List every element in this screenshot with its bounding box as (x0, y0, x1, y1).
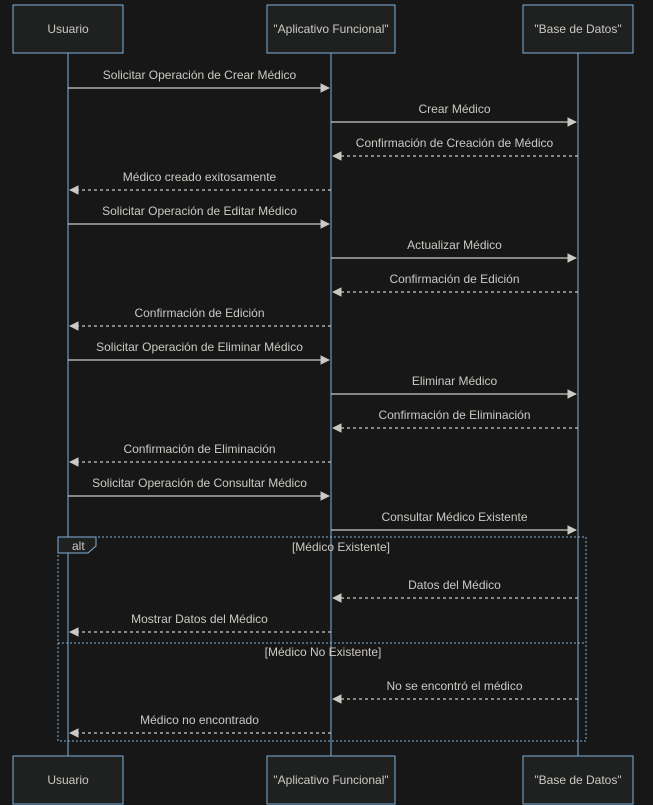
message-label: Confirmación de Eliminación (123, 442, 275, 456)
alt-condition-no-existente: [Médico No Existente] (265, 645, 382, 659)
alt-fragment: alt [Médico Existente] [Médico No Existe… (57, 536, 587, 742)
message-label: Solicitar Operación de Crear Médico (103, 68, 297, 82)
participant-label: "Aplicativo Funcional" (273, 773, 388, 787)
participant-db-top[interactable]: "Base de Datos" (522, 4, 634, 54)
message-14: Datos del Médico (332, 578, 578, 603)
messages: Solicitar Operación de Crear MédicoCrear… (68, 68, 578, 738)
alt-condition-existente: [Médico Existente] (292, 540, 390, 554)
message-label: Consultar Médico Existente (381, 510, 527, 524)
message-label: Confirmación de Edición (134, 306, 264, 320)
message-10: Confirmación de Eliminación (332, 408, 578, 433)
message-15: Mostrar Datos del Médico (69, 612, 331, 637)
message-2: Confirmación de Creación de Médico (332, 136, 578, 161)
message-label: Confirmación de Creación de Médico (356, 136, 554, 150)
message-12: Solicitar Operación de Consultar Médico (68, 476, 330, 501)
participant-usuario-top[interactable]: Usuario (12, 4, 124, 54)
message-1: Crear Médico (331, 102, 577, 127)
message-5: Actualizar Médico (331, 238, 577, 263)
participant-usuario-bottom[interactable]: Usuario (12, 755, 124, 805)
participant-label: Usuario (47, 22, 89, 36)
message-4: Solicitar Operación de Editar Médico (68, 204, 330, 229)
message-7: Confirmación de Edición (69, 306, 331, 331)
participant-app-top[interactable]: "Aplicativo Funcional" (266, 4, 396, 54)
message-label: Médico no encontrado (140, 713, 259, 727)
message-label: Crear Médico (418, 102, 490, 116)
message-17: Médico no encontrado (69, 713, 331, 738)
alt-tag-label: alt (72, 539, 85, 553)
message-label: Confirmación de Eliminación (378, 408, 530, 422)
participant-app-bottom[interactable]: "Aplicativo Funcional" (266, 755, 396, 805)
message-label: Solicitar Operación de Consultar Médico (92, 476, 307, 490)
message-label: Mostrar Datos del Médico (131, 612, 268, 626)
message-label: Eliminar Médico (412, 374, 498, 388)
message-11: Confirmación de Eliminación (69, 442, 331, 467)
message-6: Confirmación de Edición (332, 272, 578, 297)
participant-label: "Base de Datos" (534, 773, 621, 787)
participant-label: "Aplicativo Funcional" (273, 22, 388, 36)
message-0: Solicitar Operación de Crear Médico (68, 68, 330, 93)
message-label: Actualizar Médico (407, 238, 502, 252)
participant-label: "Base de Datos" (534, 22, 621, 36)
message-16: No se encontró el médico (332, 679, 578, 704)
message-label: Datos del Médico (408, 578, 501, 592)
message-label: No se encontró el médico (386, 679, 522, 693)
message-3: Médico creado exitosamente (69, 170, 331, 195)
message-label: Médico creado exitosamente (123, 170, 277, 184)
message-label: Solicitar Operación de Editar Médico (102, 204, 297, 218)
message-label: Confirmación de Edición (389, 272, 519, 286)
message-label: Solicitar Operación de Eliminar Médico (96, 340, 303, 354)
message-8: Solicitar Operación de Eliminar Médico (68, 340, 330, 365)
message-9: Eliminar Médico (331, 374, 577, 399)
message-13: Consultar Médico Existente (331, 510, 577, 535)
participant-label: Usuario (47, 773, 89, 787)
participant-db-bottom[interactable]: "Base de Datos" (522, 755, 634, 805)
